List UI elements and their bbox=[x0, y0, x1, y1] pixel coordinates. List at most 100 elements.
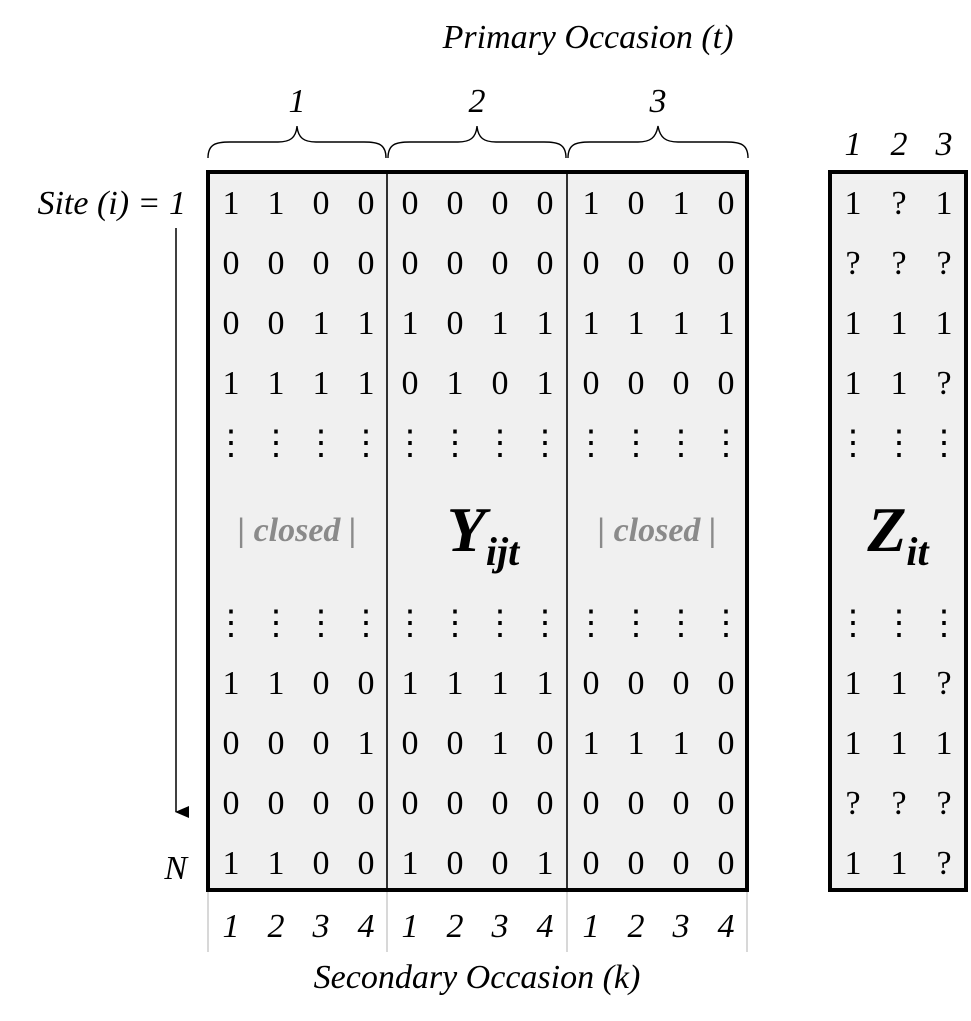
z-matrix-cell: 1 bbox=[845, 725, 862, 762]
y-matrix-cell: 0 bbox=[583, 785, 600, 822]
y-matrix-cell: 1 bbox=[358, 365, 375, 402]
ellipsis-icon: ⋮ bbox=[927, 425, 961, 462]
y-matrix-cell: 1 bbox=[402, 845, 419, 882]
y-ijt-symbol: Yijt bbox=[447, 494, 521, 574]
y-matrix-cell: 0 bbox=[537, 185, 554, 222]
secondary-occasion-number: 2 bbox=[268, 908, 285, 945]
secondary-occasion-number: 3 bbox=[312, 908, 330, 945]
y-matrix-cell: 0 bbox=[223, 725, 240, 762]
y-matrix-cell: 1 bbox=[673, 185, 690, 222]
y-matrix-cell: 1 bbox=[223, 365, 240, 402]
y-matrix-cell: 0 bbox=[492, 185, 509, 222]
z-matrix-cell: ? bbox=[936, 245, 951, 282]
y-matrix-cell: 0 bbox=[718, 185, 735, 222]
closed-label-occasion-3: | closed | bbox=[598, 512, 717, 549]
secondary-occasion-label: Secondary Occasion (k) bbox=[314, 959, 641, 996]
secondary-occasion-number: 3 bbox=[672, 908, 690, 945]
ellipsis-icon: ⋮ bbox=[214, 425, 248, 462]
y-matrix-cell: 0 bbox=[718, 365, 735, 402]
y-matrix-cell: 0 bbox=[358, 245, 375, 282]
z-matrix-cell: 1 bbox=[845, 185, 862, 222]
last-site-label: N bbox=[163, 850, 189, 887]
z-matrix-cell: 1 bbox=[891, 665, 908, 702]
z-matrix-cell: 1 bbox=[845, 665, 862, 702]
ellipsis-icon: ⋮ bbox=[664, 605, 698, 642]
ellipsis-icon: ⋮ bbox=[438, 605, 472, 642]
y-matrix-cell: 1 bbox=[447, 365, 464, 402]
y-matrix-cell: 0 bbox=[718, 245, 735, 282]
y-matrix-cell: 0 bbox=[223, 785, 240, 822]
ellipsis-icon: ⋮ bbox=[438, 425, 472, 462]
z-subscript: it bbox=[906, 529, 930, 574]
ellipsis-icon: ⋮ bbox=[574, 425, 608, 462]
ellipsis-icon: ⋮ bbox=[483, 425, 517, 462]
y-matrix-cell: 1 bbox=[447, 665, 464, 702]
z-matrix-cell: ? bbox=[891, 185, 906, 222]
y-matrix-cell: 1 bbox=[492, 725, 509, 762]
y-subscript: ijt bbox=[486, 529, 521, 574]
ellipsis-icon: ⋮ bbox=[349, 605, 383, 642]
secondary-occasion-number: 3 bbox=[491, 908, 509, 945]
z-matrix-cell: 1 bbox=[891, 845, 908, 882]
y-matrix-cell: 0 bbox=[718, 785, 735, 822]
z-matrix-cell: ? bbox=[891, 245, 906, 282]
y-matrix-cell: 1 bbox=[628, 725, 645, 762]
ellipsis-icon: ⋮ bbox=[574, 605, 608, 642]
y-matrix-cell: 0 bbox=[718, 725, 735, 762]
y-matrix-cell: 0 bbox=[447, 785, 464, 822]
y-matrix-cell: 0 bbox=[673, 785, 690, 822]
y-matrix-cell: 0 bbox=[402, 365, 419, 402]
y-matrix-cell: 1 bbox=[402, 305, 419, 342]
y-matrix-cell: 0 bbox=[447, 185, 464, 222]
y-matrix-cell: 0 bbox=[313, 845, 330, 882]
y-matrix-cell: 0 bbox=[673, 365, 690, 402]
y-matrix-cell: 0 bbox=[537, 785, 554, 822]
ellipsis-icon: ⋮ bbox=[836, 425, 870, 462]
y-matrix-cell: 0 bbox=[268, 725, 285, 762]
y-matrix-cell: 0 bbox=[492, 845, 509, 882]
primary-occasion-label: Primary Occasion (t) bbox=[442, 19, 734, 56]
y-matrix-cell: 1 bbox=[313, 365, 330, 402]
ellipsis-icon: ⋮ bbox=[664, 425, 698, 462]
y-matrix-cell: 0 bbox=[223, 305, 240, 342]
ellipsis-icon: ⋮ bbox=[304, 605, 338, 642]
y-matrix-cell: 0 bbox=[628, 785, 645, 822]
secondary-occasion-number: 4 bbox=[718, 908, 735, 945]
y-matrix-cell: 0 bbox=[268, 785, 285, 822]
y-matrix-cell: 0 bbox=[492, 365, 509, 402]
y-matrix-cell: 0 bbox=[628, 665, 645, 702]
y-matrix-cell: 0 bbox=[447, 845, 464, 882]
y-matrix-cell: 0 bbox=[537, 725, 554, 762]
ellipsis-icon: ⋮ bbox=[927, 605, 961, 642]
y-matrix-cell: 0 bbox=[492, 245, 509, 282]
y-matrix-cell: 1 bbox=[537, 665, 554, 702]
y-matrix-cell: 0 bbox=[673, 245, 690, 282]
y-matrix-cell: 0 bbox=[358, 845, 375, 882]
y-matrix-cell: 0 bbox=[628, 185, 645, 222]
y-matrix-cell: 0 bbox=[223, 245, 240, 282]
y-matrix-cell: 0 bbox=[402, 245, 419, 282]
z-matrix-box bbox=[828, 170, 968, 892]
secondary-occasion-number: 1 bbox=[583, 908, 600, 945]
y-matrix-cell: 0 bbox=[492, 785, 509, 822]
z-matrix-cell: ? bbox=[936, 845, 951, 882]
y-matrix-cell: 1 bbox=[583, 305, 600, 342]
y-matrix-cell: 0 bbox=[313, 185, 330, 222]
closed-label-occasion-1: | closed | bbox=[238, 512, 357, 549]
y-matrix-cell: 0 bbox=[673, 665, 690, 702]
y-matrix-cell: 0 bbox=[402, 725, 419, 762]
y-matrix-cell: 1 bbox=[313, 305, 330, 342]
y-matrix-cell: 1 bbox=[492, 665, 509, 702]
z-matrix-cell: 1 bbox=[845, 845, 862, 882]
y-matrix-cell: 0 bbox=[313, 725, 330, 762]
y-matrix-cell: 0 bbox=[313, 785, 330, 822]
ellipsis-icon: ⋮ bbox=[709, 425, 743, 462]
y-matrix-cell: 1 bbox=[492, 305, 509, 342]
y-matrix-cell: 1 bbox=[358, 725, 375, 762]
y-matrix-cell: 0 bbox=[628, 845, 645, 882]
y-matrix-cell: 1 bbox=[268, 845, 285, 882]
ellipsis-icon: ⋮ bbox=[483, 605, 517, 642]
y-matrix-cell: 1 bbox=[537, 305, 554, 342]
z-matrix-cell: 1 bbox=[936, 725, 953, 762]
